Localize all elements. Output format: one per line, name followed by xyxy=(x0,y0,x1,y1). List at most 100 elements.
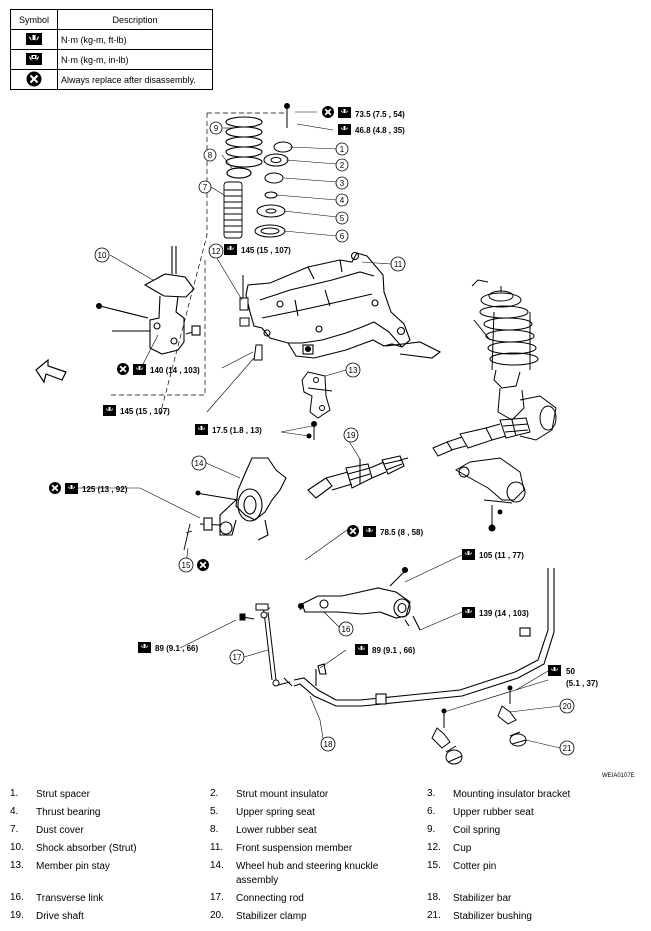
strut-mount-stack xyxy=(254,103,293,238)
assembled-drive-shaft xyxy=(432,417,531,457)
svg-text:16: 16 xyxy=(342,625,351,634)
callout-8: 8 xyxy=(203,148,217,162)
callout-14: 14 xyxy=(191,455,207,471)
connecting-rod xyxy=(239,603,293,687)
callout-20: 20 xyxy=(559,698,575,714)
svg-text:9: 9 xyxy=(214,124,219,133)
cotter-pin xyxy=(183,523,193,551)
parts-list: 1.Strut spacer 2.Strut mount insulator 3… xyxy=(10,788,640,928)
svg-text:1: 1 xyxy=(340,145,345,154)
torque-callout-member-bolt: 145 (15 , 107) xyxy=(103,405,170,416)
stabilizer-clamp-bushing xyxy=(431,685,527,765)
svg-text:73.5 (7.5 , 54): 73.5 (7.5 , 54) xyxy=(355,110,405,119)
svg-text:89 (9.1 , 66): 89 (9.1 , 66) xyxy=(372,646,415,655)
torque-callout-hub-nut: 125 (13 , 92) xyxy=(48,481,128,495)
svg-text:17.5 (1.8 , 13): 17.5 (1.8 , 13) xyxy=(212,426,262,435)
parts-row: 4.Thrust bearing 5.Upper spring seat 6.U… xyxy=(10,806,534,818)
torque-wrench-small-icon xyxy=(26,52,42,65)
legend-row: N·m (kg-m, ft-lb) xyxy=(10,29,213,50)
callout-1: 1 xyxy=(335,142,349,156)
parts-row: 7.Dust cover 8.Lower rubber seat 9.Coil … xyxy=(10,824,501,836)
svg-text:12: 12 xyxy=(212,247,221,256)
torque-callout-link-rear: 139 (14 , 103) xyxy=(462,607,529,618)
svg-text:(5.1 , 37): (5.1 , 37) xyxy=(566,679,598,688)
callout-4: 4 xyxy=(335,193,349,207)
cup-and-bolt xyxy=(239,275,263,361)
svg-text:8: 8 xyxy=(208,151,213,160)
svg-text:125 (13 , 92): 125 (13 , 92) xyxy=(82,485,128,494)
torque-wrench-icon xyxy=(26,32,42,45)
svg-text:7: 7 xyxy=(203,183,208,192)
front-direction-arrow-icon xyxy=(35,358,67,384)
svg-text:89 (9.1 , 66): 89 (9.1 , 66) xyxy=(155,644,198,653)
callout-13: 13 xyxy=(345,362,361,378)
front-suspension-member xyxy=(245,251,442,359)
shock-absorber xyxy=(95,246,201,355)
callout-3: 3 xyxy=(335,176,349,190)
member-pin-stay xyxy=(301,371,333,440)
svg-text:139 (14 , 103): 139 (14 , 103) xyxy=(479,609,529,618)
svg-text:105 (11 , 77): 105 (11 , 77) xyxy=(479,551,524,560)
torque-callout-clamp: 50 (5.1 , 37) xyxy=(548,665,598,688)
svg-text:17: 17 xyxy=(233,653,242,662)
legend-header-row: Symbol Description xyxy=(10,9,213,30)
parts-row: 16.Transverse link 17.Connecting rod 18.… xyxy=(10,892,512,904)
svg-text:18: 18 xyxy=(324,740,333,749)
callout-16: 16 xyxy=(338,621,354,637)
torque-callout-pin-stay: 17.5 (1.8 , 13) xyxy=(195,424,262,435)
callout-11: 11 xyxy=(390,256,406,272)
figure-code: WEIA0107E xyxy=(602,773,635,779)
callout-19: 19 xyxy=(343,427,359,443)
replace-icon xyxy=(26,71,42,86)
legend-row: N·m (kg-m, in-lb) xyxy=(10,49,213,70)
torque-callout-cup-bolt: 145 (15 , 107) xyxy=(224,244,291,255)
coil-spring xyxy=(225,116,263,168)
callout-15: 15 xyxy=(178,557,194,573)
svg-text:4: 4 xyxy=(340,196,345,205)
svg-text:50: 50 xyxy=(566,667,575,676)
svg-text:46.8 (4.8 , 35): 46.8 (4.8 , 35) xyxy=(355,126,405,135)
callout-numbers: 1 2 3 4 5 6 7 8 9 10 11 12 13 14 15 16 1… xyxy=(94,121,575,756)
drive-shaft xyxy=(307,455,409,499)
torque-callout-link-front: 105 (11 , 77) xyxy=(462,549,524,560)
dust-cover xyxy=(223,181,243,239)
torque-callout-strut-bolt: 140 (14 , 103) xyxy=(116,362,200,376)
callout-10: 10 xyxy=(94,247,110,263)
callout-17: 17 xyxy=(229,649,245,665)
svg-text:2: 2 xyxy=(340,161,345,170)
callout-18: 18 xyxy=(320,736,336,752)
parts-row: 1.Strut spacer 2.Strut mount insulator 3… xyxy=(10,788,571,800)
svg-text:5: 5 xyxy=(340,214,345,223)
legend-description: Always replace after disassembly. xyxy=(57,69,213,90)
symbol-legend-table: Symbol Description N·m (kg-m, ft-lb) N·m… xyxy=(10,9,213,90)
wheel-hub-knuckle xyxy=(195,457,287,541)
svg-text:78.5 (8 , 58): 78.5 (8 , 58) xyxy=(380,528,423,537)
torque-callout-ball-joint: 78.5 (8 , 58) xyxy=(346,524,423,538)
svg-text:20: 20 xyxy=(563,702,572,711)
svg-text:19: 19 xyxy=(347,431,356,440)
svg-text:14: 14 xyxy=(195,459,204,468)
assembled-strut-knuckle xyxy=(471,279,557,441)
legend-row: Always replace after disassembly. xyxy=(10,69,213,90)
callout-9: 9 xyxy=(209,121,223,135)
torque-callout-mount-nut: 46.8 (4.8 , 35) xyxy=(338,124,405,135)
lower-rubber-seat xyxy=(226,167,252,179)
callout-7: 7 xyxy=(198,180,212,194)
svg-text:13: 13 xyxy=(349,366,358,375)
svg-text:10: 10 xyxy=(98,251,107,260)
assembled-transverse-link xyxy=(454,457,526,532)
parts-row: 10.Shock absorber (Strut) 11.Front suspe… xyxy=(10,842,472,854)
torque-callouts: 73.5 (7.5 , 54) 46.8 (4.8 , 35) 145 (15 … xyxy=(48,105,598,688)
torque-callout-rod-upper: 89 (9.1 , 66) xyxy=(138,642,198,653)
parts-row: 13.Member pin stay 14.Wheel hub and stee… xyxy=(10,860,497,886)
callout-2: 2 xyxy=(335,158,349,172)
transverse-link xyxy=(297,566,421,631)
torque-callout-rod-lower: 89 (9.1 , 66) xyxy=(355,644,415,655)
stabilizer-bar xyxy=(293,568,555,707)
parts-row: 19.Drive shaft 20.Stabilizer clamp 21.St… xyxy=(10,910,532,922)
svg-text:15: 15 xyxy=(182,561,191,570)
callout-6: 6 xyxy=(335,229,349,243)
svg-text:145 (15 , 107): 145 (15 , 107) xyxy=(120,407,170,416)
replace-icon xyxy=(196,558,210,572)
front-suspension-exploded-diagram: 1 2 3 4 5 6 7 8 9 10 11 12 13 14 15 16 1… xyxy=(35,103,598,765)
